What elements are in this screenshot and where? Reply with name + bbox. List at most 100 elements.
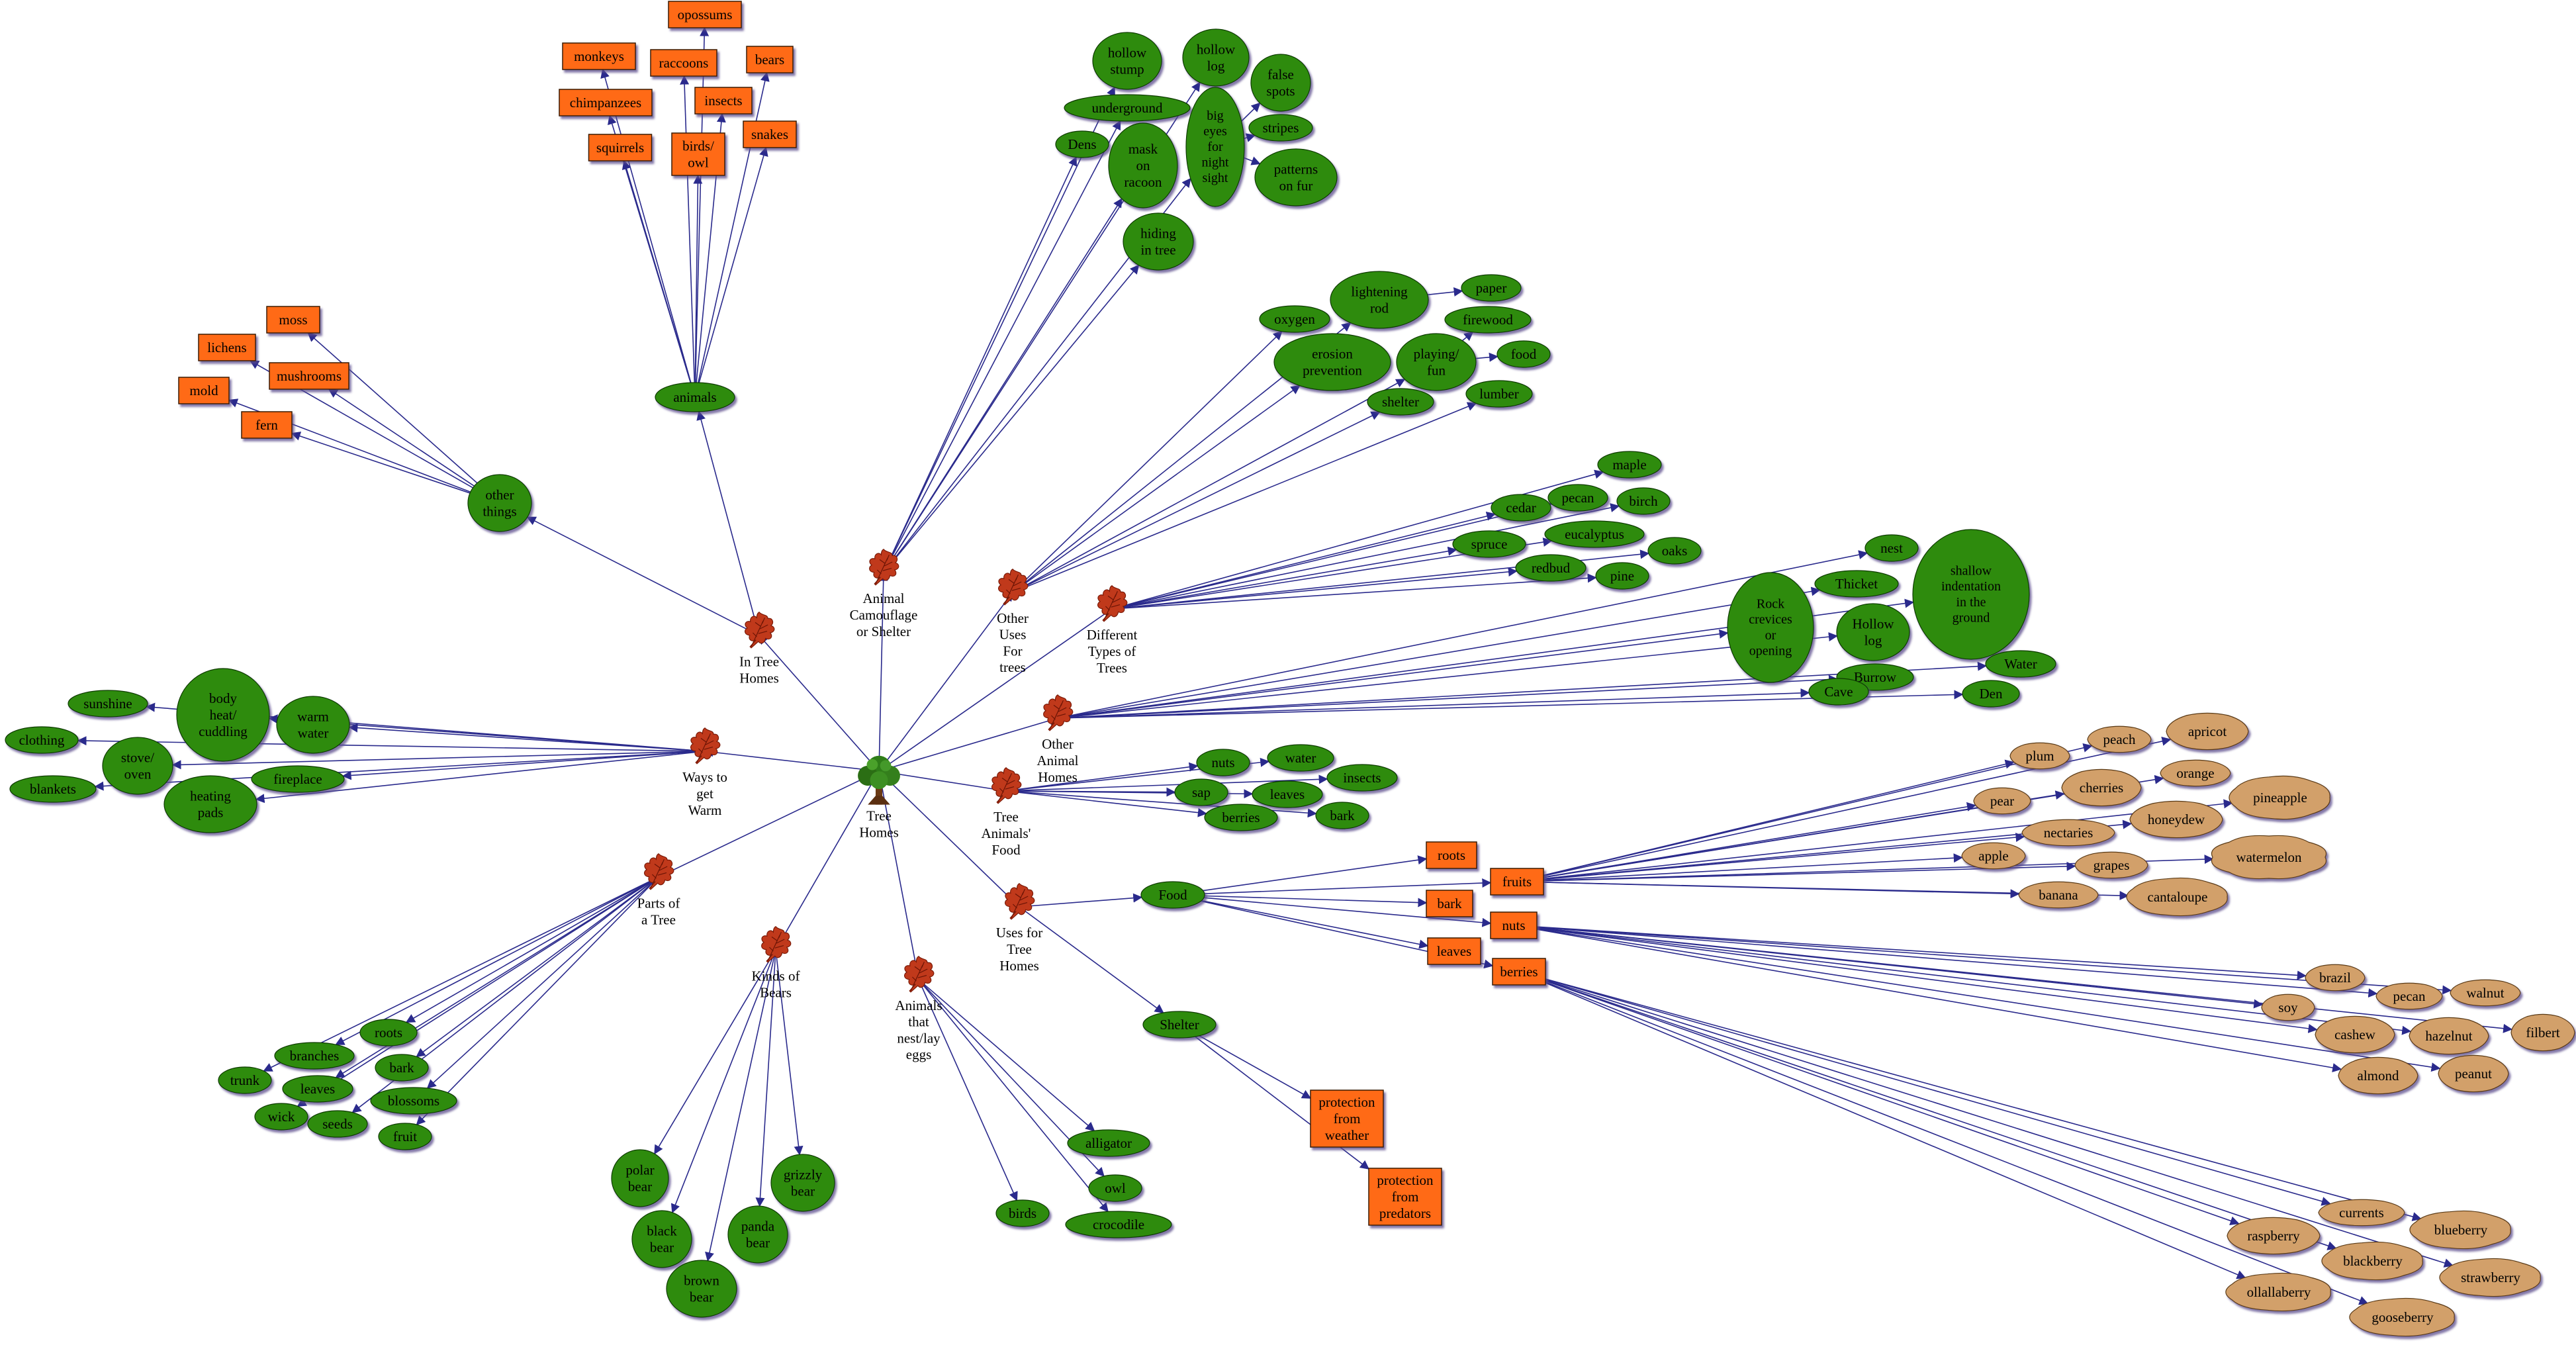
- node-birds[interactable]: birds: [995, 1199, 1050, 1227]
- node-chimpanzees[interactable]: chimpanzees: [559, 89, 653, 116]
- node-eucalyptus[interactable]: eucalyptus: [1544, 520, 1645, 548]
- node-lichens[interactable]: lichens: [198, 334, 256, 361]
- node-banana[interactable]: banana: [2018, 881, 2099, 909]
- node-roots-o[interactable]: roots: [1426, 841, 1477, 869]
- node-bark-g[interactable]: bark: [1315, 802, 1369, 829]
- node-fireplace[interactable]: fireplace: [251, 765, 345, 793]
- node-walnut[interactable]: walnut: [2450, 979, 2521, 1007]
- node-insects-o[interactable]: insects: [694, 87, 753, 115]
- node-opossums[interactable]: opossums: [668, 1, 742, 28]
- node-animals[interactable]: animals: [655, 382, 735, 412]
- node-insects-g[interactable]: insects: [1326, 764, 1398, 792]
- node-blackberry[interactable]: blackberry: [2321, 1241, 2423, 1281]
- node-orange[interactable]: orange: [2160, 759, 2231, 787]
- node-fruits-o[interactable]: fruits: [1490, 868, 1544, 896]
- node-pineapple[interactable]: pineapple: [2229, 775, 2330, 820]
- node-snakes[interactable]: snakes: [743, 120, 797, 148]
- node-cherries[interactable]: cherries: [2061, 768, 2142, 807]
- node-paper[interactable]: paper: [1461, 274, 1522, 302]
- node-ollallaberry[interactable]: ollallaberry: [2225, 1272, 2331, 1312]
- node-food-main[interactable]: Food: [1140, 881, 1205, 909]
- node-roots-g[interactable]: roots: [359, 1019, 418, 1046]
- node-branches[interactable]: branches: [274, 1042, 355, 1070]
- node-cantaloupe[interactable]: cantaloupe: [2126, 877, 2228, 917]
- node-trunk[interactable]: trunk: [218, 1066, 272, 1094]
- node-nectaries[interactable]: nectaries: [2021, 819, 2115, 847]
- node-alligator[interactable]: alligator: [1067, 1129, 1150, 1157]
- node-cave[interactable]: Cave: [1808, 678, 1869, 706]
- node-peach[interactable]: peach: [2087, 725, 2152, 753]
- node-apricot[interactable]: apricot: [2166, 712, 2249, 751]
- node-clothing[interactable]: clothing: [5, 726, 79, 754]
- node-pear[interactable]: pear: [1973, 787, 2031, 815]
- node-filbert[interactable]: filbert: [2510, 1013, 2575, 1052]
- node-sap[interactable]: sap: [1174, 778, 1228, 806]
- node-food-g[interactable]: food: [1496, 340, 1551, 368]
- node-blossoms[interactable]: blossoms: [370, 1087, 457, 1115]
- node-berries-o[interactable]: berries: [1492, 958, 1546, 986]
- node-shelter-main[interactable]: Shelter: [1142, 1011, 1217, 1039]
- node-water-g[interactable]: water: [1267, 744, 1334, 772]
- node-seeds[interactable]: seeds: [307, 1110, 368, 1138]
- node-nuts-g[interactable]: nuts: [1196, 749, 1250, 776]
- node-mold[interactable]: mold: [178, 377, 230, 404]
- node-shelter-g[interactable]: shelter: [1367, 388, 1434, 416]
- node-dens[interactable]: Dens: [1055, 130, 1109, 158]
- node-pecan-t[interactable]: pecan: [2375, 982, 2443, 1010]
- node-playing[interactable]: playing/fun: [1396, 333, 1477, 391]
- node-berries-g[interactable]: berries: [1204, 804, 1278, 831]
- node-wick[interactable]: wick: [254, 1103, 308, 1131]
- node-monkeys[interactable]: monkeys: [562, 42, 636, 70]
- node-birds-owl[interactable]: birds/owl: [671, 132, 725, 176]
- node-nest[interactable]: nest: [1864, 534, 1919, 562]
- node-grapes[interactable]: grapes: [2074, 851, 2148, 879]
- node-mushrooms[interactable]: mushrooms: [269, 362, 349, 390]
- node-plum[interactable]: plum: [2009, 742, 2070, 770]
- node-leaves-p[interactable]: leaves: [282, 1075, 353, 1103]
- node-underground[interactable]: underground: [1064, 94, 1191, 122]
- node-raccoons[interactable]: raccoons: [650, 49, 717, 77]
- node-maple[interactable]: maple: [1597, 451, 1662, 479]
- node-den[interactable]: Den: [1962, 680, 2020, 708]
- node-spruce[interactable]: spruce: [1452, 530, 1526, 558]
- node-bark-o[interactable]: bark: [1426, 890, 1473, 917]
- node-stripes[interactable]: stripes: [1248, 114, 1313, 142]
- node-water-cap[interactable]: Water: [1985, 650, 2056, 678]
- node-hazelnut[interactable]: hazelnut: [2409, 1017, 2489, 1055]
- node-leaves-g[interactable]: leaves: [1252, 780, 1323, 808]
- node-brazil[interactable]: brazil: [2305, 964, 2366, 992]
- node-soy[interactable]: soy: [2261, 994, 2315, 1021]
- node-owl[interactable]: owl: [1088, 1174, 1142, 1202]
- node-watermelon[interactable]: watermelon: [2211, 835, 2326, 880]
- node-blueberry[interactable]: blueberry: [2409, 1210, 2511, 1250]
- node-squirrels[interactable]: squirrels: [588, 134, 653, 162]
- node-almond[interactable]: almond: [2338, 1056, 2418, 1095]
- node-lumber[interactable]: lumber: [1465, 380, 1533, 408]
- node-raspberry[interactable]: raspberry: [2227, 1217, 2321, 1255]
